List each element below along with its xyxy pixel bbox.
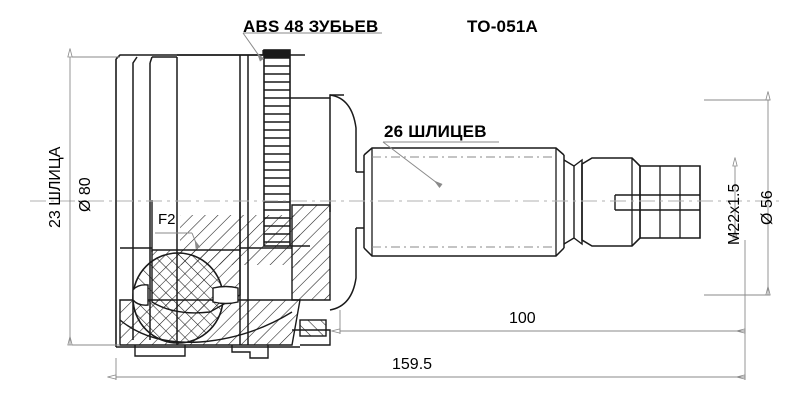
length-100-label: 100 [509,310,536,327]
housing-to-shaft-neck [329,94,364,311]
length-1595-label: 159.5 [392,356,433,373]
feature-mark-f2-label: F2 [158,211,176,228]
splined-shaft [363,147,565,257]
leader-f2 [155,232,201,249]
part-number-label: TO-051A [467,17,539,36]
dimension-diameter-80 [67,48,120,346]
shaft-retainer-groove [563,158,583,246]
dimension-diameter-56 [704,91,771,296]
inner-splines-label: 23 ШЛИЦА [47,146,64,228]
dimension-length-1595 [107,334,746,380]
ball-bearing-section [119,249,293,344]
dimension-length-100 [331,240,746,334]
housing-bottom-detail [134,319,331,359]
diameter-56-label: Ø 56 [759,190,776,225]
threaded-end [581,157,701,247]
leader-splines-26 [382,141,499,188]
thread-m22-label: M22x1.5 [726,183,743,245]
abs-teeth-label: ABS 48 ЗУБЬЕВ [243,17,379,36]
inner-cage-lines [120,200,292,252]
outer-splines-label: 26 ШЛИЦЕВ [384,122,487,141]
leader-abs [242,32,382,62]
diameter-80-label: Ø 80 [77,177,94,212]
